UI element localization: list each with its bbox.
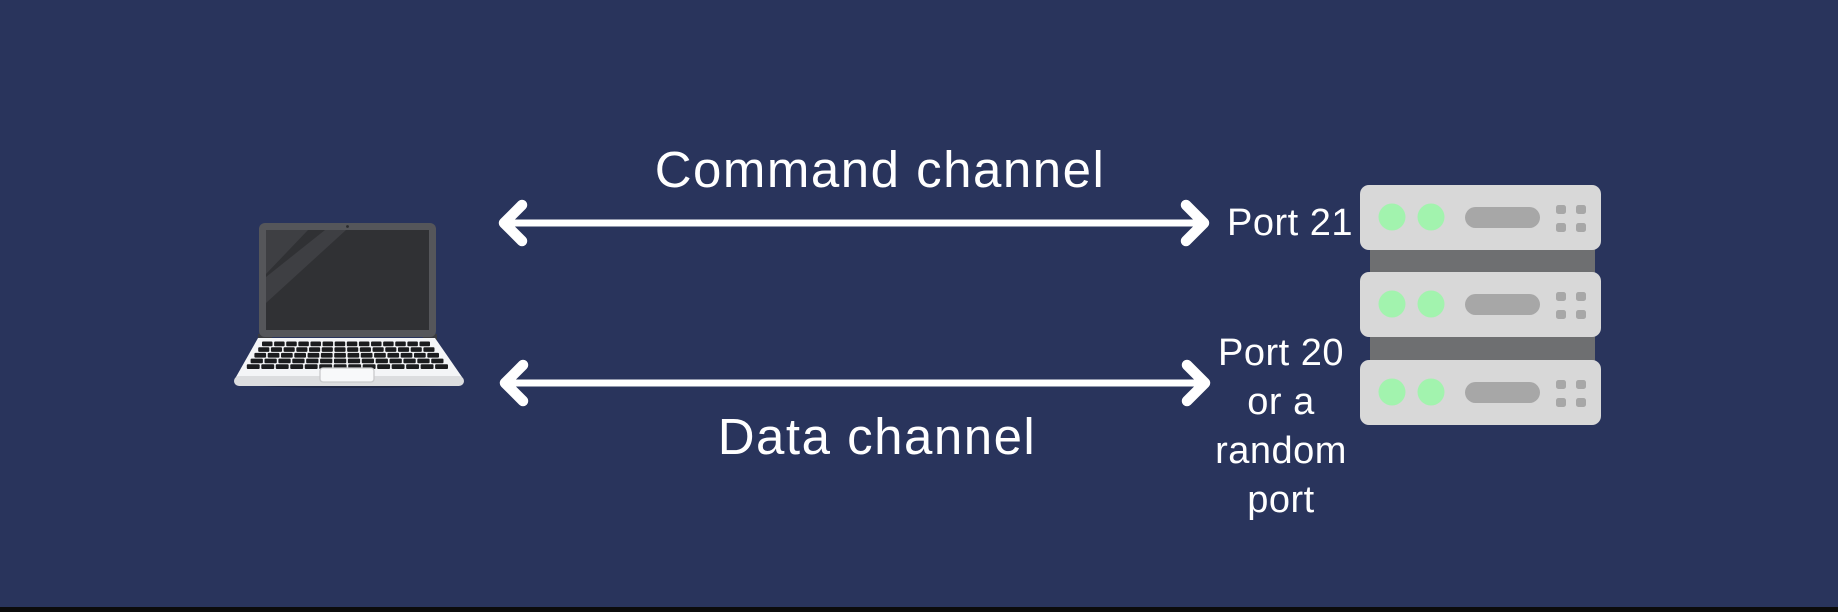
laptop-trackpad — [319, 367, 375, 383]
data-port-line-2: or a — [1247, 381, 1315, 423]
server-stack-icon — [1360, 185, 1601, 425]
server-unit-2 — [1360, 272, 1601, 337]
laptop-screen-glare-triangle — [266, 230, 308, 274]
laptop-screen-glare-band — [266, 230, 346, 303]
server-unit-3 — [1360, 360, 1601, 425]
data-arrow-left-head — [499, 359, 529, 407]
data-channel-label: Data channel — [717, 408, 1037, 465]
command-channel-label: Command channel — [654, 141, 1106, 198]
laptop-camera-dot — [346, 225, 349, 228]
data-arrow-right-head — [1181, 359, 1211, 407]
command-port-label: Port 21 — [1227, 202, 1354, 244]
data-port-label: Port 20 or a random port — [1186, 329, 1376, 525]
data-port-line-3: random — [1215, 430, 1347, 472]
server-unit-1 — [1360, 185, 1601, 250]
data-port-line-1: Port 20 — [1217, 332, 1345, 374]
bottom-black-bar — [0, 607, 1838, 612]
data-channel-arrow — [499, 359, 1211, 407]
laptop-icon — [234, 223, 464, 388]
laptop-screen — [266, 230, 429, 330]
command-channel-arrow — [498, 199, 1210, 247]
data-port-line-4: port — [1247, 479, 1315, 521]
command-arrow-right-head — [1180, 199, 1210, 247]
command-arrow-left-head — [498, 199, 528, 247]
